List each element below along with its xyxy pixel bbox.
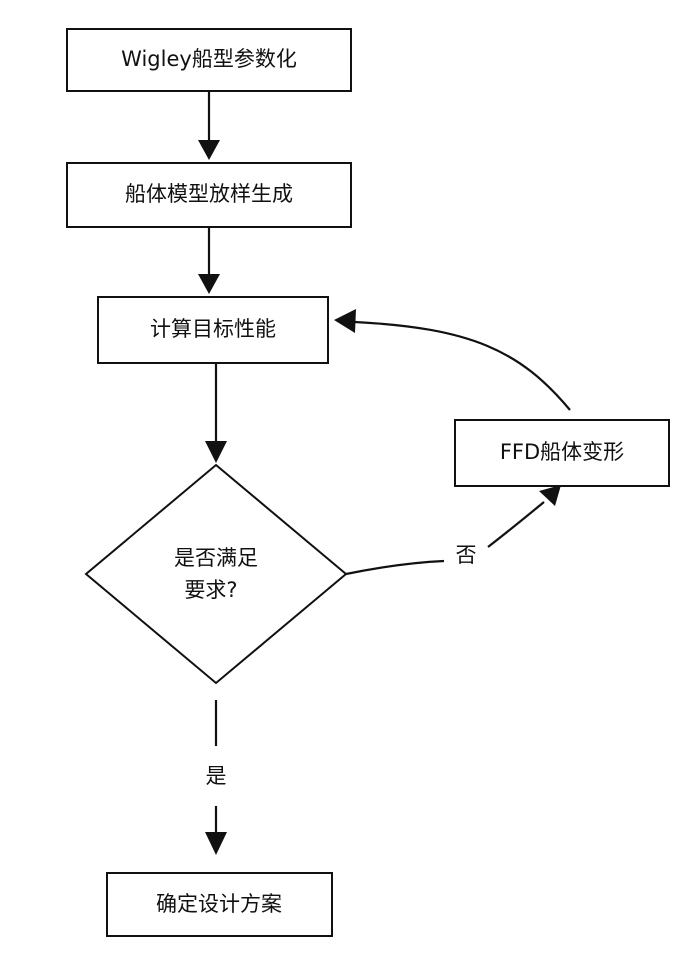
node-param-label: Wigley船型参数化 [121,47,297,71]
node-final-label: 确定设计方案 [156,892,282,916]
arrowhead [198,274,220,294]
node-loft-box [66,162,352,228]
node-final-box [106,872,333,937]
arrowhead [198,140,220,160]
node-param: Wigley船型参数化 [66,28,352,92]
node-decision-diamond [84,463,348,685]
node-param-box [66,28,352,92]
edge-ffd-to-compute [334,309,571,411]
node-ffd: FFD船体变形 [454,419,670,487]
edge-yes-label: 是 [206,764,227,788]
edge-decision-to-final: 是 [205,700,227,855]
edge-compute-to-decision [205,363,227,463]
node-decision-label-line1: 是否满足 [174,546,258,570]
node-compute-label: 计算目标性能 [150,317,276,341]
node-ffd-box [454,419,670,487]
node-compute: 计算目标性能 [97,296,329,364]
arrowhead [539,485,561,506]
node-decision: 是否满足 要求? [84,463,348,685]
node-ffd-label: FFD船体变形 [500,440,624,464]
node-decision-label-line2: 要求? [184,578,237,602]
arrowhead [205,441,227,463]
node-loft: 船体模型放样生成 [66,162,352,228]
edge-param-to-loft [198,91,220,160]
edge-no-label: 否 [456,543,477,567]
arrowhead [334,309,356,333]
edge-loft-to-compute [198,227,220,294]
node-final: 确定设计方案 [106,872,333,937]
node-compute-box [97,296,329,364]
arrowhead [205,832,227,855]
edge-decision-to-ffd: 否 [345,485,561,576]
node-loft-label: 船体模型放样生成 [125,182,293,206]
